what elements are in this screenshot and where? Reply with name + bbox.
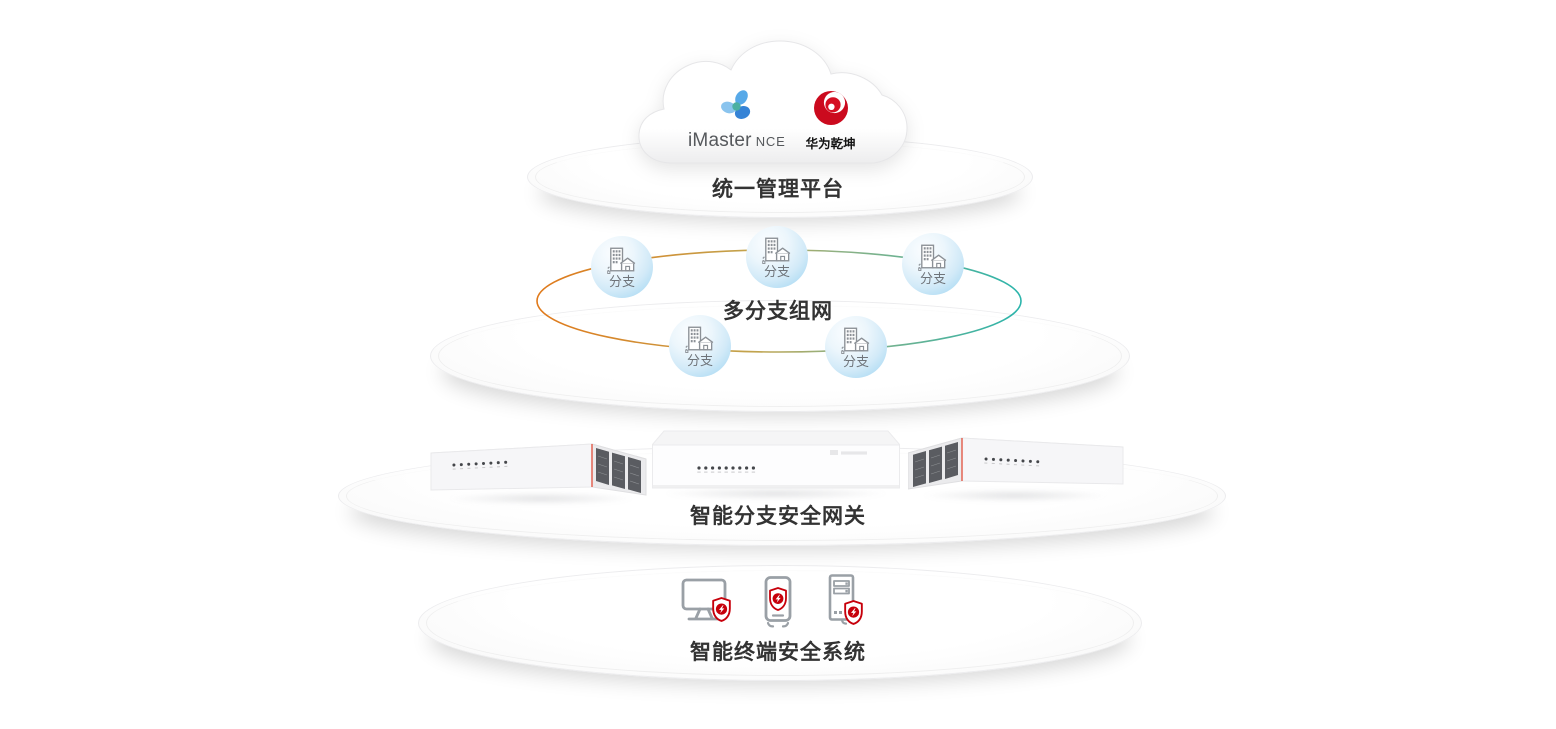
terminal-layer-label: 智能终端安全系统 (690, 641, 866, 664)
branch-node: 分支 (825, 316, 887, 378)
cloud-shape (638, 40, 908, 164)
gateway-device-angled-right (908, 437, 1124, 490)
qiankun-wordmark: 华为乾坤 (805, 137, 856, 151)
gateway-left-reflection (446, 492, 636, 505)
desktop-with-shield-icon (681, 578, 731, 622)
branch-node-label: 分支 (919, 270, 946, 286)
branch-node: 分支 (902, 233, 964, 295)
qiankun-logo: 华为乾坤 (806, 87, 856, 152)
branch-building-icon (918, 244, 949, 271)
branch-building-icon (607, 247, 638, 274)
branch-node: 分支 (591, 236, 653, 298)
imaster-name: iMaster (688, 130, 752, 151)
branch-node: 分支 (669, 315, 731, 377)
branch-node-label: 分支 (842, 353, 869, 369)
gateway-device-angled-left (430, 443, 647, 496)
management-platform-label: 统一管理平台 (712, 178, 844, 201)
branch-node-label: 分支 (608, 273, 635, 289)
gateway-right-reflection (920, 489, 1110, 502)
branch-building-icon (841, 327, 872, 354)
gateway-device-front (652, 430, 900, 489)
imaster-suffix: NCE (755, 134, 786, 149)
gateway-layer-label: 智能分支安全网关 (690, 505, 866, 528)
qiankun-swirl-icon (813, 91, 848, 125)
branch-node-label: 分支 (686, 352, 713, 368)
gateway-center-reflection (662, 487, 890, 500)
phone-with-shield-icon (764, 576, 792, 628)
multi-branch-label: 多分支组网 (723, 300, 833, 323)
tower-pc-with-shield-icon (828, 574, 863, 625)
branch-building-icon (685, 326, 716, 353)
terminal-icons-row (680, 573, 864, 629)
imaster-nce-propeller-icon (720, 90, 750, 119)
branch-building-icon (762, 237, 793, 264)
branch-network-disc (430, 300, 1130, 412)
branch-node: 分支 (746, 226, 808, 288)
branch-node-label: 分支 (763, 263, 790, 279)
